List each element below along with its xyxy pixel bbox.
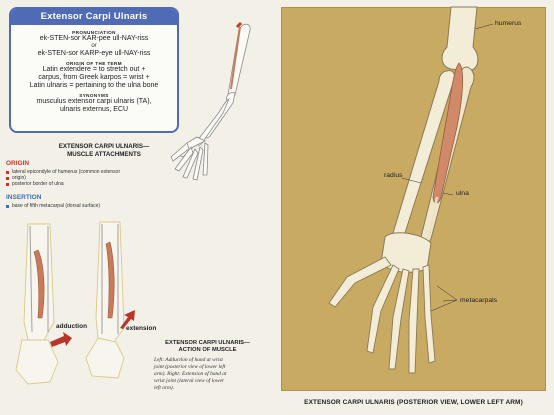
action-desc-line: joint (posterior view of lower left <box>154 364 226 370</box>
origin-item: lateral epicondyle of humerus (common ex… <box>6 169 174 175</box>
synonyms-heading: SYNONYMS <box>79 93 109 98</box>
synonyms-line: ulnaris externus, ECU <box>59 106 129 113</box>
extension-illustration <box>85 221 125 379</box>
action-title-line: ACTION OF MUSCLE <box>178 347 237 353</box>
adduction-label: adduction <box>56 323 88 330</box>
insertion-heading: INSERTION <box>6 194 42 201</box>
origin-term-heading: ORIGIN OF THE TERM <box>66 61 122 66</box>
adduction-arrow-icon <box>50 332 72 347</box>
label-metacarpals: metacarpals <box>460 297 498 304</box>
pronunciation-2: ek-STEN-sor KARP-eye ull-NAY-riss <box>37 50 151 57</box>
pronunciation-or: or <box>91 43 97 49</box>
pronunciation-heading: PRONUNCIATION <box>72 30 116 35</box>
origin-term-line: Latin extendere = to stretch out + <box>42 66 146 73</box>
extension-label: extension <box>126 325 157 332</box>
adduction-illustration <box>15 223 59 385</box>
pronunciation-1: ek-STEN-sor KAR-pee ull-NAY-riss <box>39 35 149 42</box>
attachments-title: EXTENSOR CARPI ULNARIS— MUSCLE ATTACHMEN… <box>34 143 174 158</box>
action-desc-line: arm). Right: Extension of hand at <box>154 371 227 377</box>
label-radius: radius <box>384 172 403 179</box>
insertion-list: base of fifth metacarpal (dorsal surface… <box>6 203 174 209</box>
action-description: Left: Adduction of hand at wrist joint (… <box>154 357 266 392</box>
attachments-title-line: MUSCLE ATTACHMENTS <box>67 150 141 158</box>
action-title: EXTENSOR CARPI ULNARIS— ACTION OF MUSCLE <box>150 340 265 354</box>
origin-list: lateral epicondyle of humerus (common ex… <box>6 169 174 187</box>
label-humerus: humerus <box>495 20 522 27</box>
forearm-skeleton-illustration <box>328 6 494 374</box>
action-desc-line: Left: Adduction of hand at wrist <box>154 357 223 363</box>
insertion-item: base of fifth metacarpal (dorsal surface… <box>6 203 174 209</box>
synonyms-line: musculus extensor carpi ulnaris (TA), <box>36 98 152 105</box>
origin-heading: ORIGIN <box>6 160 30 167</box>
action-desc-line: wrist joint (lateral view of lower <box>154 378 224 384</box>
action-title-line: EXTENSOR CARPI ULNARIS— <box>165 340 250 346</box>
info-box: Extensor Carpi Ulnaris PRONUNCIATION ek-… <box>9 7 179 133</box>
label-ulna: ulna <box>456 190 469 197</box>
extension-arrow-icon <box>120 310 135 329</box>
attachments-title-line: EXTENSOR CARPI ULNARIS— <box>58 143 150 150</box>
origin-item: posterior border of ulna <box>6 181 174 187</box>
origin-term-line: Latin ulnaris = pertaining to the ulna b… <box>29 82 159 89</box>
arm-skeleton-illustration <box>170 21 251 181</box>
info-box-title: Extensor Carpi Ulnaris <box>11 9 177 25</box>
panel-caption: EXTENSOR CARPI ULNARIS (POSTERIOR VIEW, … <box>304 399 523 406</box>
origin-term-line: carpus, from Greek karpos = wrist + <box>38 74 150 81</box>
origin-item: origin) <box>6 175 174 181</box>
action-desc-line: left arm). <box>154 385 175 391</box>
info-box-body: PRONUNCIATION ek-STEN-sor KAR-pee ull-NA… <box>11 25 177 114</box>
